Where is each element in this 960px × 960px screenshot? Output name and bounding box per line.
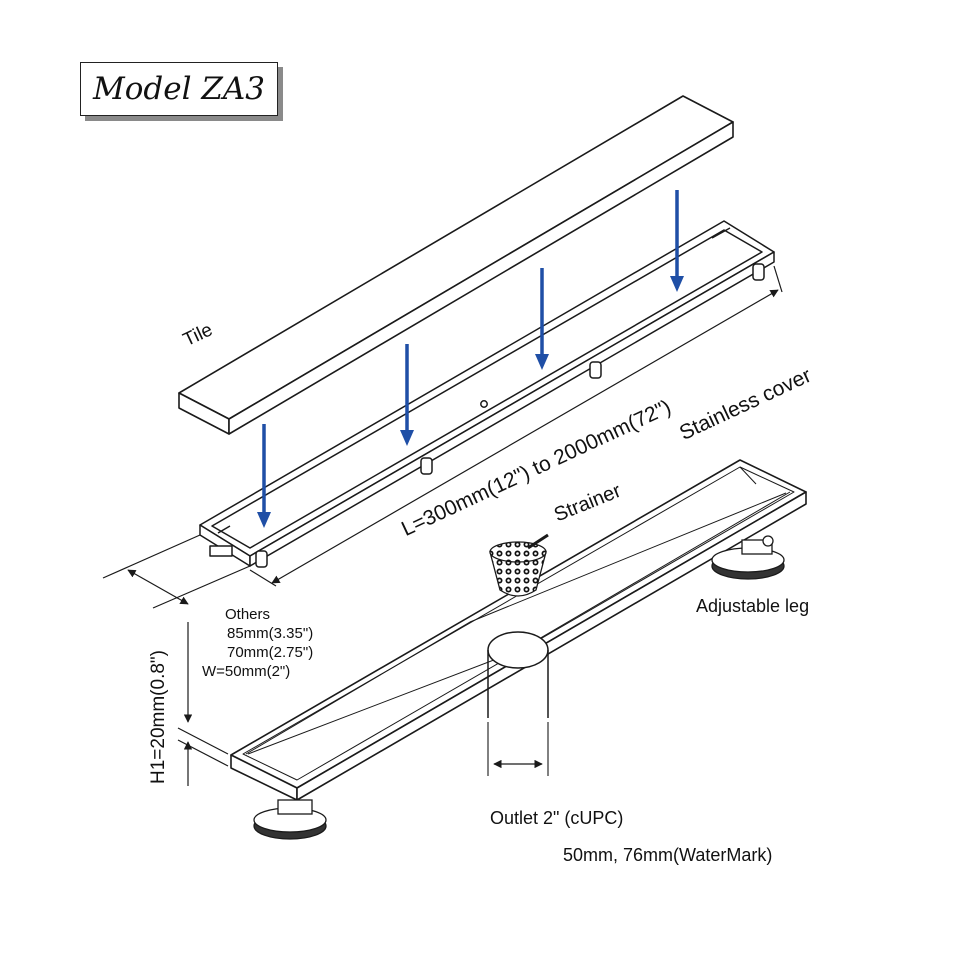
width-dimension — [102, 534, 251, 609]
height-label: H1=20mm(0.8") — [148, 650, 169, 784]
width-70-label: 70mm(2.75") — [227, 644, 314, 661]
outlet-alt-label: 50mm, 76mm(WaterMark) — [563, 845, 773, 865]
outlet-pipe — [487, 631, 549, 776]
width-50-label: W=50mm(2") — [202, 663, 291, 680]
height-dimension — [177, 622, 229, 786]
width-85-label: 85mm(3.35") — [227, 625, 314, 642]
model-title: Model ZA3 — [80, 62, 278, 116]
adjustable-leg-icon — [253, 535, 785, 840]
outlet-label: Outlet 2" (cUPC) — [490, 808, 624, 828]
drain-channel — [230, 459, 807, 801]
strainer-basket-icon — [489, 533, 549, 597]
adjustable-leg-label: Adjustable leg — [696, 596, 810, 616]
others-label: Others — [225, 606, 271, 623]
length-dimension — [249, 265, 783, 587]
